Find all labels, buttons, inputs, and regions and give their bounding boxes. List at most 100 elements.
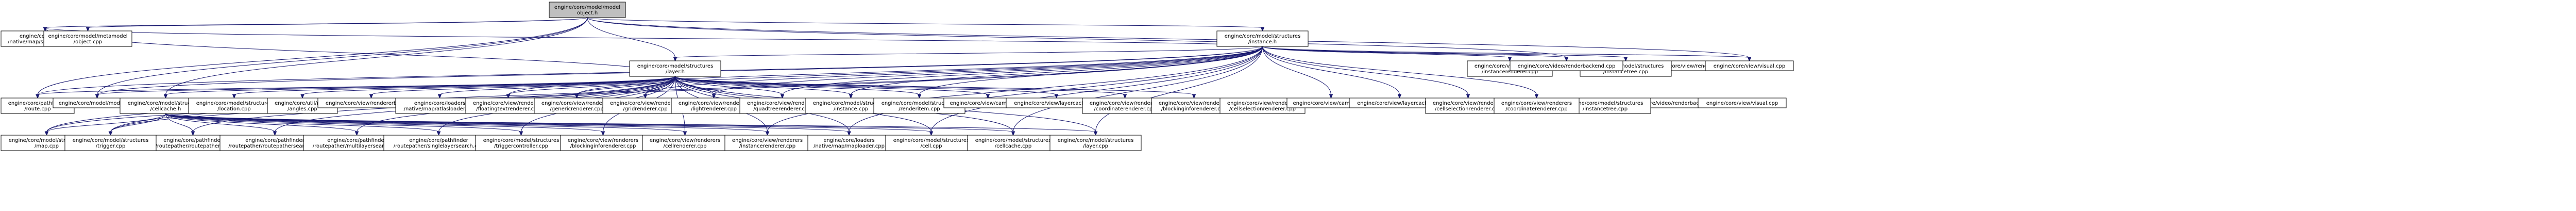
graph-node[interactable]: engine/core/model/structures/cell.cpp xyxy=(885,135,977,151)
graph-node[interactable]: engine/core/model/metamodel/object.cpp xyxy=(43,30,132,47)
dependency-edge xyxy=(232,76,675,99)
graph-node-label: engine/core/view/renderers/blockinginfor… xyxy=(568,138,638,149)
dependency-edge xyxy=(43,27,675,77)
dependency-edge xyxy=(675,76,922,99)
dependency-edge xyxy=(1262,46,1569,62)
dependency-edge xyxy=(675,76,1196,99)
graph-node-label: engine/core/view/renderers/genericrender… xyxy=(541,101,612,112)
dependency-edge xyxy=(1262,46,1470,99)
dependency-edge xyxy=(675,76,1059,99)
graph-node[interactable]: engine/core/model/structures/layer.h xyxy=(629,60,721,77)
graph-node-label: engine/core/view/layercache.cpp xyxy=(1357,101,1442,106)
graph-node[interactable]: engine/core/model/structures/layer.cpp xyxy=(1049,135,1142,151)
graph-node-label: engine/core/video/renderbackend.cpp xyxy=(1518,63,1616,69)
graph-node[interactable]: engine/core/view/visual.cpp xyxy=(1698,98,1787,108)
dependency-edge xyxy=(108,113,166,136)
graph-node[interactable]: engine/core/view/renderers/coordinateren… xyxy=(1494,98,1580,114)
graph-node-label: engine/core/model/structures/layer.h xyxy=(637,63,714,75)
dependency-edge xyxy=(43,27,1263,47)
graph-node-label: engine/core/model/metamodel/object.cpp xyxy=(48,34,127,45)
graph-node-label: engine/core/model/structures/layer.cpp xyxy=(1058,138,1134,149)
dependency-edge xyxy=(163,76,675,99)
graph-node[interactable]: engine/core/model/structures/triggercont… xyxy=(475,135,567,151)
graph-node-label: engine/core/model/structures/cell.cpp xyxy=(893,138,970,149)
graph-node-label: engine/core/view/renderers/gridrenderer.… xyxy=(610,101,681,112)
dependency-edge xyxy=(437,76,675,99)
graph-node-label: engine/core/view/renderers/blockinginfor… xyxy=(1159,101,1229,112)
graph-node-label: engine/core/model/structures/instance.cp… xyxy=(813,101,889,112)
graph-node[interactable]: engine/core/model/structures/instance.h xyxy=(1216,30,1309,47)
graph-node-label: engine/core/model/structures/instancetre… xyxy=(1567,101,1643,112)
dependency-edge xyxy=(587,17,1569,62)
dependency-edge xyxy=(165,113,687,136)
graph-node-label: engine/core/loaders/native/map/atlasload… xyxy=(404,101,476,112)
graph-node[interactable]: engine/core/view/renderers/instancerende… xyxy=(724,135,810,151)
graph-node-label: engine/core/view/camera.cpp xyxy=(1293,101,1369,106)
dependency-edge xyxy=(165,113,770,136)
graph-node-label: engine/core/view/renderers/cellrenderer.… xyxy=(650,138,720,149)
dependency-edge xyxy=(165,113,605,136)
graph-node[interactable]: engine/core/view/renderers/cellrenderer.… xyxy=(642,135,728,151)
graph-node-label: engine/core/view/renderers/cellselection… xyxy=(1227,101,1298,112)
graph-node-label: engine/core/model/structures/cellcache.c… xyxy=(975,138,1052,149)
dependency-edge xyxy=(165,113,441,136)
dependency-edge xyxy=(95,76,675,99)
graph-node-label: engine/core/loaders/native/map/maploader… xyxy=(814,138,885,149)
graph-node-label: engine/core/view/visual.cpp xyxy=(1706,101,1778,106)
graph-node-label: engine/core/view/renderers/instancerende… xyxy=(732,138,803,149)
dependency-edge xyxy=(675,76,785,99)
graph-node-label: engine/core/model/structures/cellcache.h xyxy=(128,101,204,112)
graph-node-label: engine/core/view/renderers/lightrenderer… xyxy=(679,101,749,112)
dependency-edge xyxy=(587,17,1265,32)
dependency-edge xyxy=(369,76,675,99)
dependency-edge xyxy=(165,113,1098,136)
dependency-edge xyxy=(675,76,1127,99)
graph-node-label: engine/core/view/rendereritem.cpp xyxy=(1650,63,1741,69)
graph-node-label: engine/core/model/structures/instance.h xyxy=(1225,34,1301,45)
dependency-edge xyxy=(165,113,359,136)
graph-node[interactable]: engine/core/view/renderers/blockinginfor… xyxy=(560,135,646,151)
graph-node[interactable]: engine/core/view/visual.cpp xyxy=(1705,60,1794,71)
graph-node-label: engine/core/pathfinder/route.cpp xyxy=(8,101,67,112)
graph-node-label: engine/core/util/math/angles.cpp xyxy=(275,101,330,112)
graph-node[interactable]: engine/core/loaders/native/map/maploader… xyxy=(807,135,891,151)
graph-node-label: engine/core/pathfinder/routepather/singl… xyxy=(394,138,484,149)
graph-node-label: engine/core/view/renderers/coordinateren… xyxy=(1090,101,1160,112)
graph-node-label: engine/core/view/visual.cpp xyxy=(1714,63,1785,69)
dependency-edge xyxy=(86,17,588,32)
dependency-edge xyxy=(165,113,277,136)
graph-node-label: engine/core/pathfinder/routepather/route… xyxy=(228,138,321,149)
dependency-edge xyxy=(165,113,934,136)
dependency-edge xyxy=(643,46,1263,99)
graph-node-label: engine/core/video/renderbackend.cpp xyxy=(1625,101,1723,106)
graph-node-label: engine/core/view/camera.cpp xyxy=(950,101,1026,106)
graph-node-label: engine/core/model/structures/instancetre… xyxy=(1588,63,1664,75)
graph-node-label: engine/core/model/structures/trigger.cpp xyxy=(73,138,149,149)
graph-node-label: engine/core/view/rendererbase.cpp xyxy=(326,101,417,106)
dependency-edge xyxy=(675,76,990,99)
graph-node[interactable]: engine/core/model/structures/location.cp… xyxy=(188,98,280,114)
graph-node[interactable]: engine/core/model/structures/trigger.cpp xyxy=(64,135,157,151)
graph-node-label: engine/core/model/structures/triggercont… xyxy=(483,138,560,149)
dependency-edge xyxy=(165,113,523,136)
graph-node-label: engine/core/view/renderers/quadtreerende… xyxy=(747,101,818,112)
dependency-edge xyxy=(300,76,675,99)
dependency-edge xyxy=(587,17,677,62)
dependency-edge xyxy=(1262,46,1402,99)
graph-node-label: engine/core/model/structures/renderitem.… xyxy=(882,101,958,112)
dependency-edge xyxy=(44,113,166,136)
graph-node-label: engine/core/view/layercache.cpp xyxy=(1014,101,1099,106)
dependency-edge xyxy=(1262,46,1752,62)
dependency-edge xyxy=(165,113,851,136)
graph-node[interactable]: engine/core/video/renderbackend.cpp xyxy=(1510,60,1623,71)
graph-node-label: engine/core/pathfinder/routepather/route… xyxy=(155,138,230,149)
graph-node-label: engine/core/model/structures/map.cpp xyxy=(9,138,85,149)
dependency-edge xyxy=(675,76,853,99)
dependency-edge xyxy=(1262,46,1628,62)
graph-node[interactable]: engine/core/model/structures/cellcache.c… xyxy=(967,135,1059,151)
graph-edges xyxy=(36,17,1752,136)
